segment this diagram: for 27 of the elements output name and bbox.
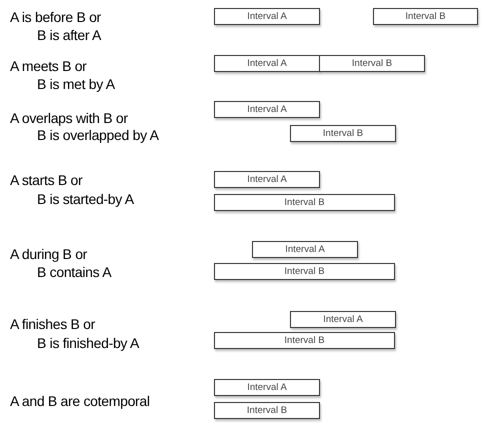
interval-bar: Interval B (214, 194, 395, 211)
relation-text: B contains A (37, 263, 112, 281)
relation-text: A and B are cotemporal (10, 392, 150, 410)
interval-bar: Interval A (252, 241, 358, 258)
relation-text: B is after A (37, 26, 102, 44)
interval-bar: Interval A (214, 171, 320, 188)
relation-text: B is overlapped by A (37, 126, 159, 144)
interval-bar: Interval A (214, 8, 320, 25)
relation-text: A starts B or (10, 171, 82, 189)
relation-text: B is started-by A (37, 190, 134, 208)
interval-bar: Interval B (319, 55, 425, 72)
interval-bar: Interval A (214, 379, 320, 396)
interval-bar: Interval A (214, 101, 320, 118)
relation-text: B is met by A (37, 75, 115, 93)
relation-text: B is finished-by A (37, 334, 139, 352)
interval-bar: Interval A (290, 311, 396, 328)
relation-text: A meets B or (10, 57, 87, 75)
relation-text: A overlaps with B or (10, 109, 128, 127)
interval-bar: Interval B (214, 263, 395, 280)
interval-bar: Interval B (214, 402, 320, 419)
relation-text: A during B or (10, 245, 88, 263)
interval-bar: Interval B (373, 8, 478, 25)
relation-text: A is before B or (10, 8, 101, 26)
interval-bar: Interval B (214, 332, 395, 349)
interval-bar: Interval B (290, 125, 396, 142)
interval-bar: Interval A (214, 55, 320, 72)
relation-text: A finishes B or (10, 315, 95, 333)
